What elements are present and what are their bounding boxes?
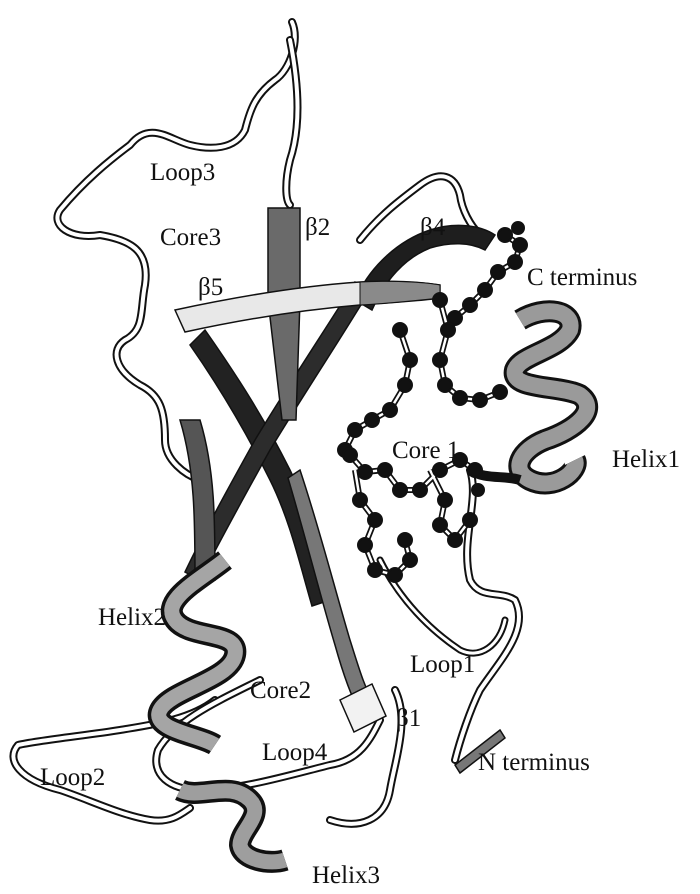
loop1-coil bbox=[455, 470, 519, 760]
helix3 bbox=[180, 790, 285, 862]
label-beta4: β4 bbox=[420, 214, 446, 241]
label-core1: Core 1 bbox=[392, 437, 459, 464]
label-core3: Core3 bbox=[160, 224, 221, 251]
label-loop3: Loop3 bbox=[150, 159, 215, 186]
loop3-coil bbox=[57, 22, 294, 480]
label-helix1: Helix1 bbox=[612, 446, 680, 473]
label-beta1: β1 bbox=[396, 705, 421, 732]
label-beta2: β2 bbox=[305, 214, 330, 241]
structure-labels: Loop3 Core3 β2 β4 β5 C terminus Core 1 H… bbox=[40, 159, 680, 889]
label-c-terminus: C terminus bbox=[527, 264, 637, 291]
core1-side-chains bbox=[338, 222, 527, 582]
label-helix2: Helix2 bbox=[98, 604, 166, 631]
label-loop2: Loop2 bbox=[40, 764, 105, 791]
label-loop1: Loop1 bbox=[410, 651, 475, 678]
label-loop4: Loop4 bbox=[262, 739, 328, 766]
label-helix3: Helix3 bbox=[312, 862, 380, 889]
label-core2: Core2 bbox=[250, 677, 311, 704]
label-n-terminus: N terminus bbox=[478, 749, 590, 776]
label-beta5: β5 bbox=[198, 274, 223, 301]
